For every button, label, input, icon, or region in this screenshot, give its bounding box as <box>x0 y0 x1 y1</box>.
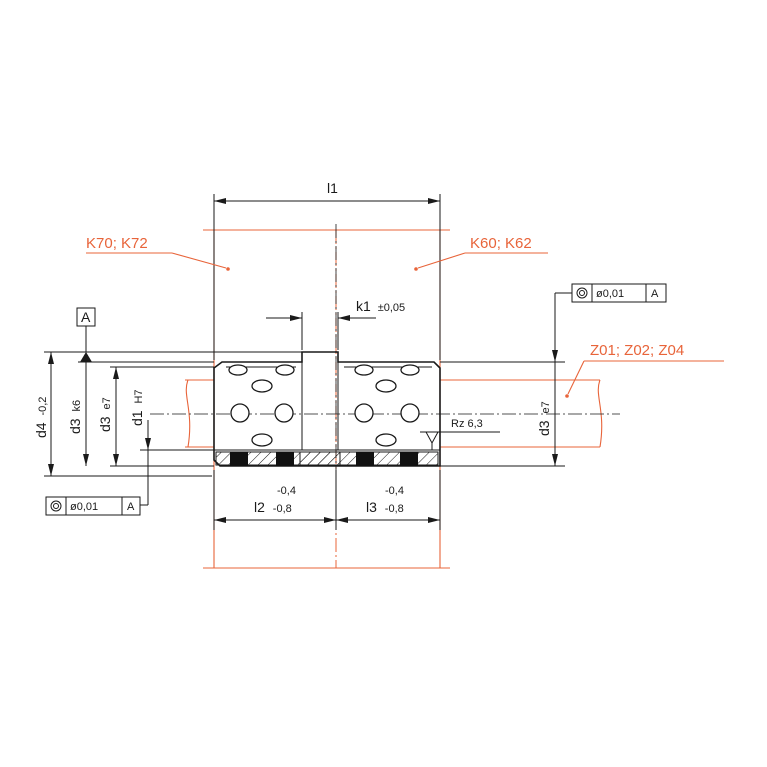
dim-k1: k1 ±0,05 <box>266 298 405 321</box>
callout-left: K70; K72 <box>86 235 230 271</box>
bushing-body <box>213 351 441 467</box>
label-l2-upper: -0,4 <box>277 485 296 497</box>
tol-top-datum: A <box>651 288 659 300</box>
label-k1: k1 ±0,05 <box>356 298 405 314</box>
datum-a-label: A <box>81 309 91 325</box>
label-roughness: Rz 6,3 <box>451 418 483 430</box>
label-l2: l2 -0,8 <box>254 499 292 515</box>
center-lines <box>150 224 620 470</box>
label-d1: d1 H7 <box>129 389 145 426</box>
label-l3: l3 -0,8 <box>366 499 404 515</box>
extension-lines <box>44 194 565 530</box>
label-d3-k6: d3 k6 <box>67 400 83 434</box>
callout-left-label: K70; K72 <box>86 235 148 252</box>
label-d3-e7-right: d3 e7 <box>536 401 552 436</box>
tol-top-value: ø0,01 <box>596 288 624 300</box>
datum-a: A <box>76 307 96 362</box>
seal-3 <box>356 452 374 466</box>
dim-d1: d1 H7 <box>129 389 151 505</box>
label-d4: d4 -0,2 <box>33 397 49 438</box>
tolerance-frame-top-right: ø0,01 A <box>552 283 667 362</box>
seal-4 <box>400 452 418 466</box>
label-d3-e7-inner: d3 e7 <box>97 397 113 432</box>
tol-bottom-value: ø0,01 <box>70 501 98 513</box>
dim-d3-e7-inner: d3 e7 <box>97 367 119 466</box>
dim-l2: -0,4 l2 -0,8 <box>214 485 336 523</box>
label-l3-upper: -0,4 <box>385 485 404 497</box>
callout-right-label: K60; K62 <box>470 235 532 252</box>
tol-bottom-datum: A <box>127 501 135 513</box>
callout-shaft-label: Z01; Z02; Z04 <box>590 342 684 359</box>
concentricity-icon <box>576 287 588 299</box>
callout-shaft: Z01; Z02; Z04 <box>565 342 724 398</box>
label-l1: l1 <box>327 180 338 196</box>
datum-triangle-icon <box>80 352 92 362</box>
orange-guide-lines <box>185 229 603 569</box>
concentricity-icon <box>50 500 62 512</box>
dim-l3: -0,4 l3 -0,8 <box>336 485 440 523</box>
tolerance-frame-bottom-left: ø0,01 A <box>45 496 148 516</box>
dim-l1: l1 <box>214 180 440 204</box>
callout-right: K60; K62 <box>414 235 548 271</box>
dim-d3-e7-right: d3 e7 <box>536 362 558 466</box>
surface-roughness: Rz 6,3 <box>420 418 500 450</box>
seal-2 <box>276 452 294 466</box>
roughness-triangle-icon <box>425 431 439 445</box>
seal-1 <box>230 452 248 466</box>
dim-d4: d4 -0,2 <box>33 352 54 476</box>
dim-d3-k6: d3 k6 <box>67 362 89 466</box>
